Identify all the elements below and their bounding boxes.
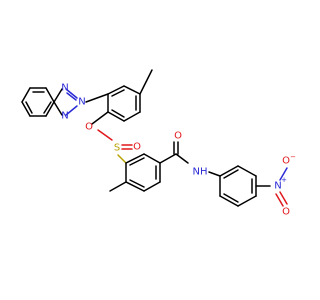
oxygen-sulfur-bond bbox=[97, 129, 113, 141]
triazole-n3-label: N bbox=[61, 111, 68, 122]
amide-aryl-bond bbox=[208, 171, 221, 177]
nitro-oxygen-top-label: O bbox=[282, 156, 290, 167]
benzotriazole-benzene-ring bbox=[21, 87, 55, 117]
lower-methyl-bond bbox=[109, 181, 127, 192]
nitro-o-double-bond-b bbox=[275, 193, 284, 207]
upper-phenyl-ring bbox=[107, 85, 141, 122]
nitro-oxygen-bottom-label: O bbox=[282, 207, 290, 218]
triazole-n2-label: N bbox=[78, 97, 85, 108]
aryl-carbonyl-bond bbox=[159, 153, 177, 164]
nitro-oxygen-top-charge: − bbox=[290, 153, 296, 161]
upper-methyl-bond bbox=[139, 69, 153, 95]
ester-oxygen-label: O bbox=[85, 122, 93, 133]
amide-nh-label: NH bbox=[193, 167, 208, 178]
chemical-structure: O S O O NH N bbox=[21, 69, 296, 218]
nitro-nitrogen-label: N bbox=[274, 181, 281, 192]
aryl-oxygen-bond bbox=[91, 111, 109, 125]
nitro-nitrogen-charge: + bbox=[281, 176, 287, 184]
sulfur-label: S bbox=[114, 143, 120, 154]
amide-oxygen-label: O bbox=[174, 131, 182, 142]
sulfur-aryl-bond bbox=[117, 154, 127, 164]
nitro-o-double-bond-a bbox=[279, 191, 288, 205]
sulfonyl-oxygen-label: O bbox=[133, 142, 141, 153]
lower-phenyl-ring bbox=[125, 153, 161, 192]
triazole-ring-bonds bbox=[53, 88, 78, 116]
nitrophenyl-ring bbox=[219, 165, 257, 207]
nitro-o-single-bond bbox=[279, 167, 288, 181]
triazole-n1-label: N bbox=[61, 83, 68, 94]
triazole-aryl-bond bbox=[85, 93, 109, 103]
carbonyl-nitrogen-bond bbox=[175, 153, 189, 164]
